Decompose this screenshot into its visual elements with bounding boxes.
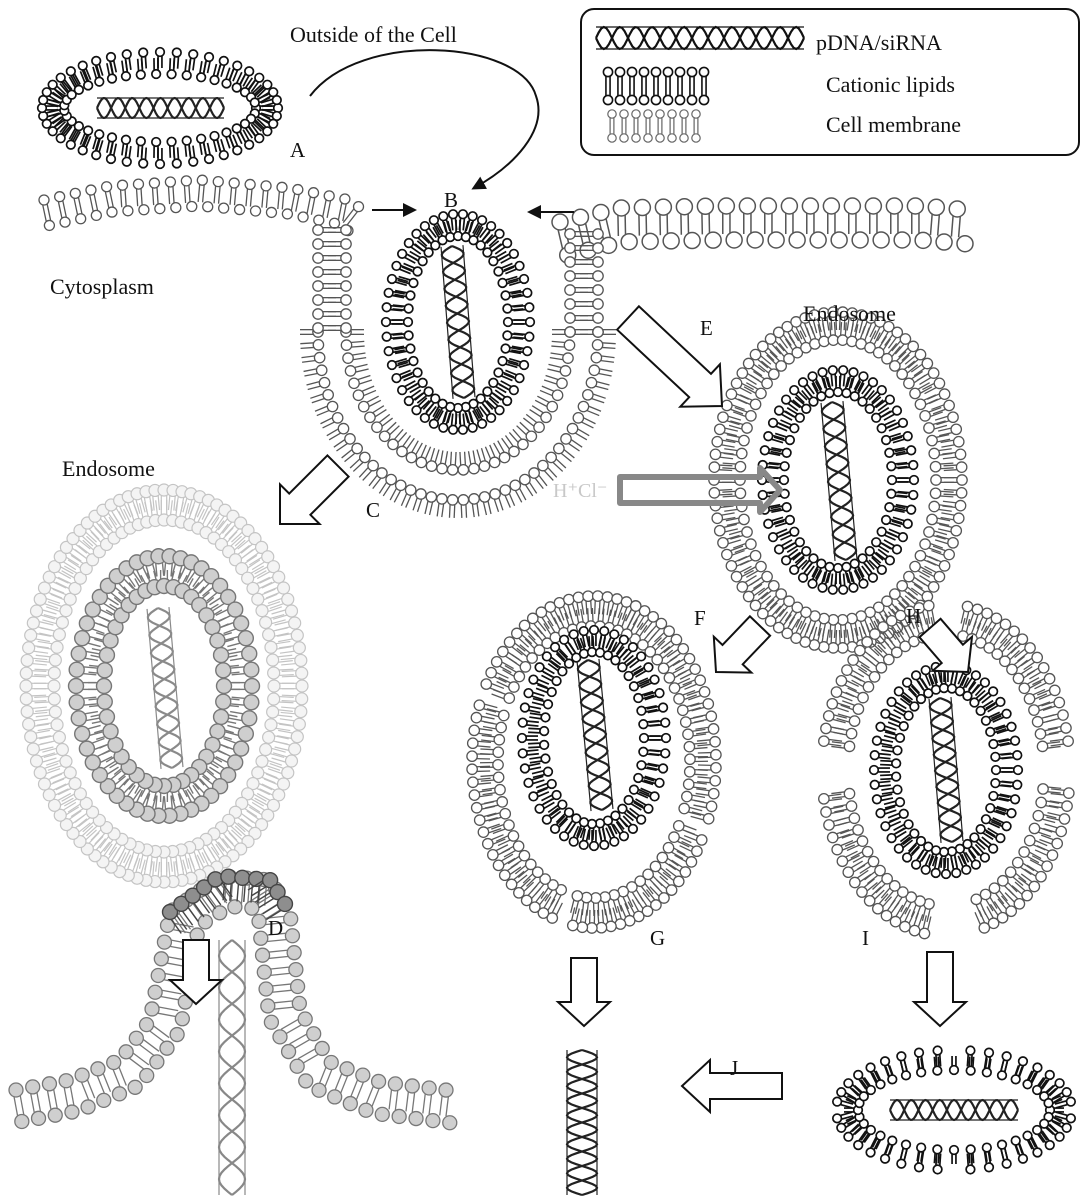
- step-label-e: E: [700, 318, 713, 339]
- cytoplasm-label: Cytosplasm: [50, 276, 154, 298]
- outside-cell-label: Outside of the Cell: [290, 24, 457, 46]
- endosome-c: [20, 484, 308, 888]
- step-label-a: A: [290, 140, 305, 161]
- legend-membrane-symbol: [608, 110, 700, 142]
- step-label-b: B: [444, 190, 458, 211]
- complex-a: [38, 48, 283, 169]
- legend-dna-label: pDNA/siRNA: [816, 32, 942, 54]
- legend-cationic-symbol: [603, 67, 708, 104]
- legend: pDNA/siRNA Cationic lipids Cell membrane: [580, 8, 1080, 156]
- step-label-g: G: [650, 928, 665, 949]
- legend-cationic-label: Cationic lipids: [826, 74, 955, 96]
- step-label-j: J: [730, 1058, 738, 1079]
- legend-dna-symbol: [596, 27, 804, 49]
- step-label-d: D: [268, 918, 283, 939]
- fusion-d: [9, 869, 457, 1195]
- legend-membrane-label: Cell membrane: [826, 114, 961, 136]
- step-label-c: C: [366, 500, 380, 521]
- curved-arrow-a-to-b: [310, 50, 538, 188]
- endosome-right-label: Endosome: [803, 303, 896, 325]
- legend-symbols: [582, 10, 812, 154]
- step-label-h: H: [906, 606, 921, 627]
- ion-label: H⁺Cl⁻: [553, 481, 607, 501]
- ion-entry-arrow: [620, 468, 780, 512]
- step-label-i: I: [862, 928, 869, 949]
- endosome-g: [467, 591, 721, 933]
- endosome-left-label: Endosome: [62, 458, 155, 480]
- released-dna-g: [567, 1050, 597, 1195]
- complex-b: [382, 210, 535, 434]
- step-label-f: F: [694, 608, 706, 629]
- complex-j: [833, 1046, 1075, 1173]
